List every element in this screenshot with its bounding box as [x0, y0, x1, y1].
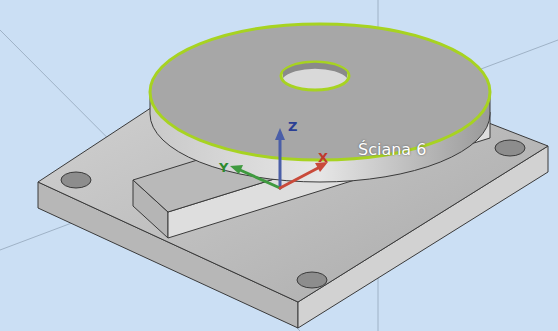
face-label: Ściana 6: [358, 142, 426, 158]
axis-label: Z: [288, 120, 297, 133]
coordinate-axes: [230, 128, 328, 188]
axis-label: X: [318, 151, 328, 164]
axis-label: Y: [219, 161, 228, 174]
disk: [150, 24, 490, 182]
